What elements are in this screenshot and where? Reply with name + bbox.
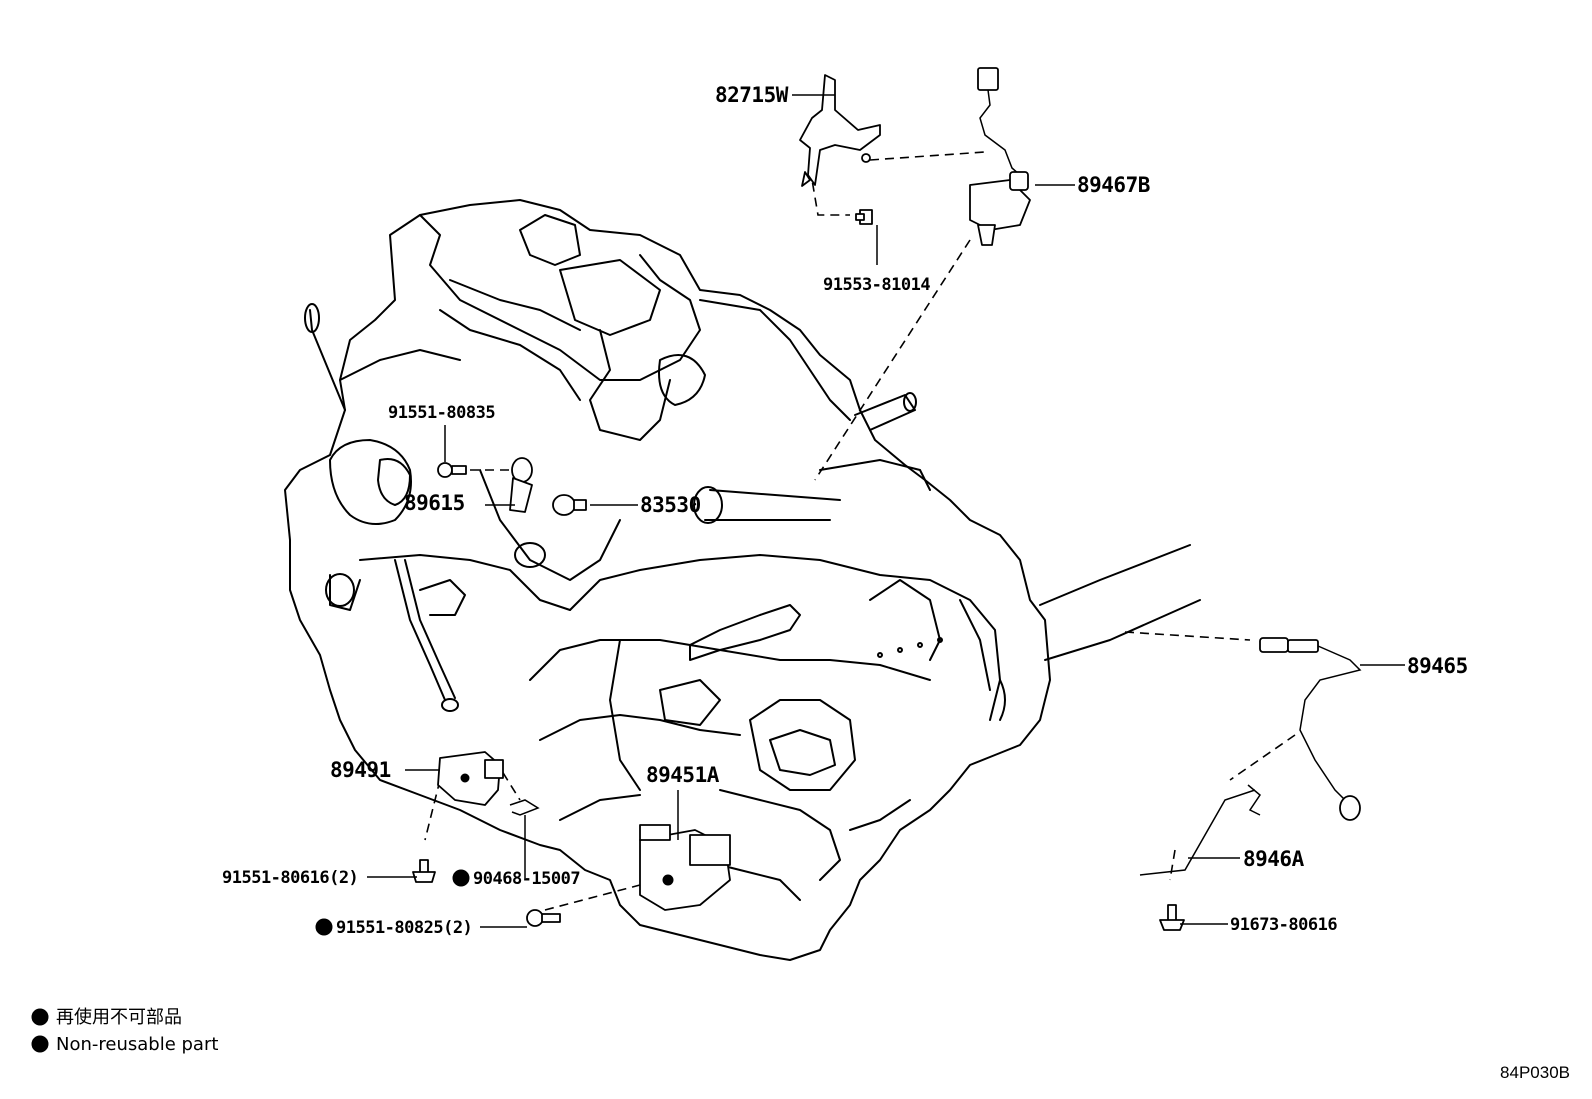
diagram-code: 84P030B (1500, 1063, 1570, 1082)
sensor-89491 (437, 751, 504, 806)
label-89451A: 89451A (646, 763, 720, 787)
non-reusable-mark-91551-80825 (315, 918, 333, 936)
label-91551-80616: 91551-80616(2) (222, 868, 358, 888)
oxygen-sensor-89465 (1259, 637, 1362, 821)
leader-lines (367, 94, 1405, 928)
legend: 再使用不可部品 Non-reusable part (31, 1007, 218, 1055)
label-89491: 89491 (330, 758, 391, 782)
label-83530: 83530 (640, 493, 701, 517)
switch-89451A (639, 824, 731, 911)
label-8946A: 8946A (1243, 847, 1305, 871)
bolt-91673-80616 (1159, 904, 1185, 931)
label-91551-80835: 91551-80835 (388, 403, 495, 423)
clip-90468-15007 (509, 799, 540, 816)
label-89467B: 89467B (1077, 173, 1150, 197)
oxygen-sensor-89467B (969, 67, 1031, 246)
legend-bullet-en (31, 1035, 49, 1053)
legend-jp: 再使用不可部品 (56, 1007, 182, 1028)
bolt-91551-80835 (437, 462, 467, 478)
label-89465: 89465 (1407, 654, 1468, 678)
label-89615: 89615 (404, 491, 465, 515)
label-90468-15007: 90468-15007 (473, 869, 580, 889)
legend-bullet-jp (31, 1008, 49, 1026)
bracket-8946A (1139, 784, 1261, 876)
dashed-reference-lines (424, 151, 1296, 911)
part-labels: 82715W 89467B 91553-81014 91551-80835 89… (222, 83, 1468, 938)
bolt-91551-80825 (526, 909, 561, 927)
oil-pressure-switch-83530 (552, 494, 587, 516)
label-91553-81014: 91553-81014 (823, 275, 930, 295)
knock-sensor-89615 (509, 457, 533, 513)
bolt-91551-80616 (412, 859, 436, 883)
non-reusable-mark-90468 (452, 869, 470, 887)
legend-en: Non-reusable part (56, 1034, 218, 1055)
label-91551-80825: 91551-80825(2) (336, 918, 472, 938)
label-91673-80616: 91673-80616 (1230, 915, 1337, 935)
bolt-91553-81014 (855, 209, 873, 225)
engine-illustration (284, 199, 1201, 961)
label-82715W: 82715W (715, 83, 789, 107)
bracket-82715W (799, 74, 881, 187)
